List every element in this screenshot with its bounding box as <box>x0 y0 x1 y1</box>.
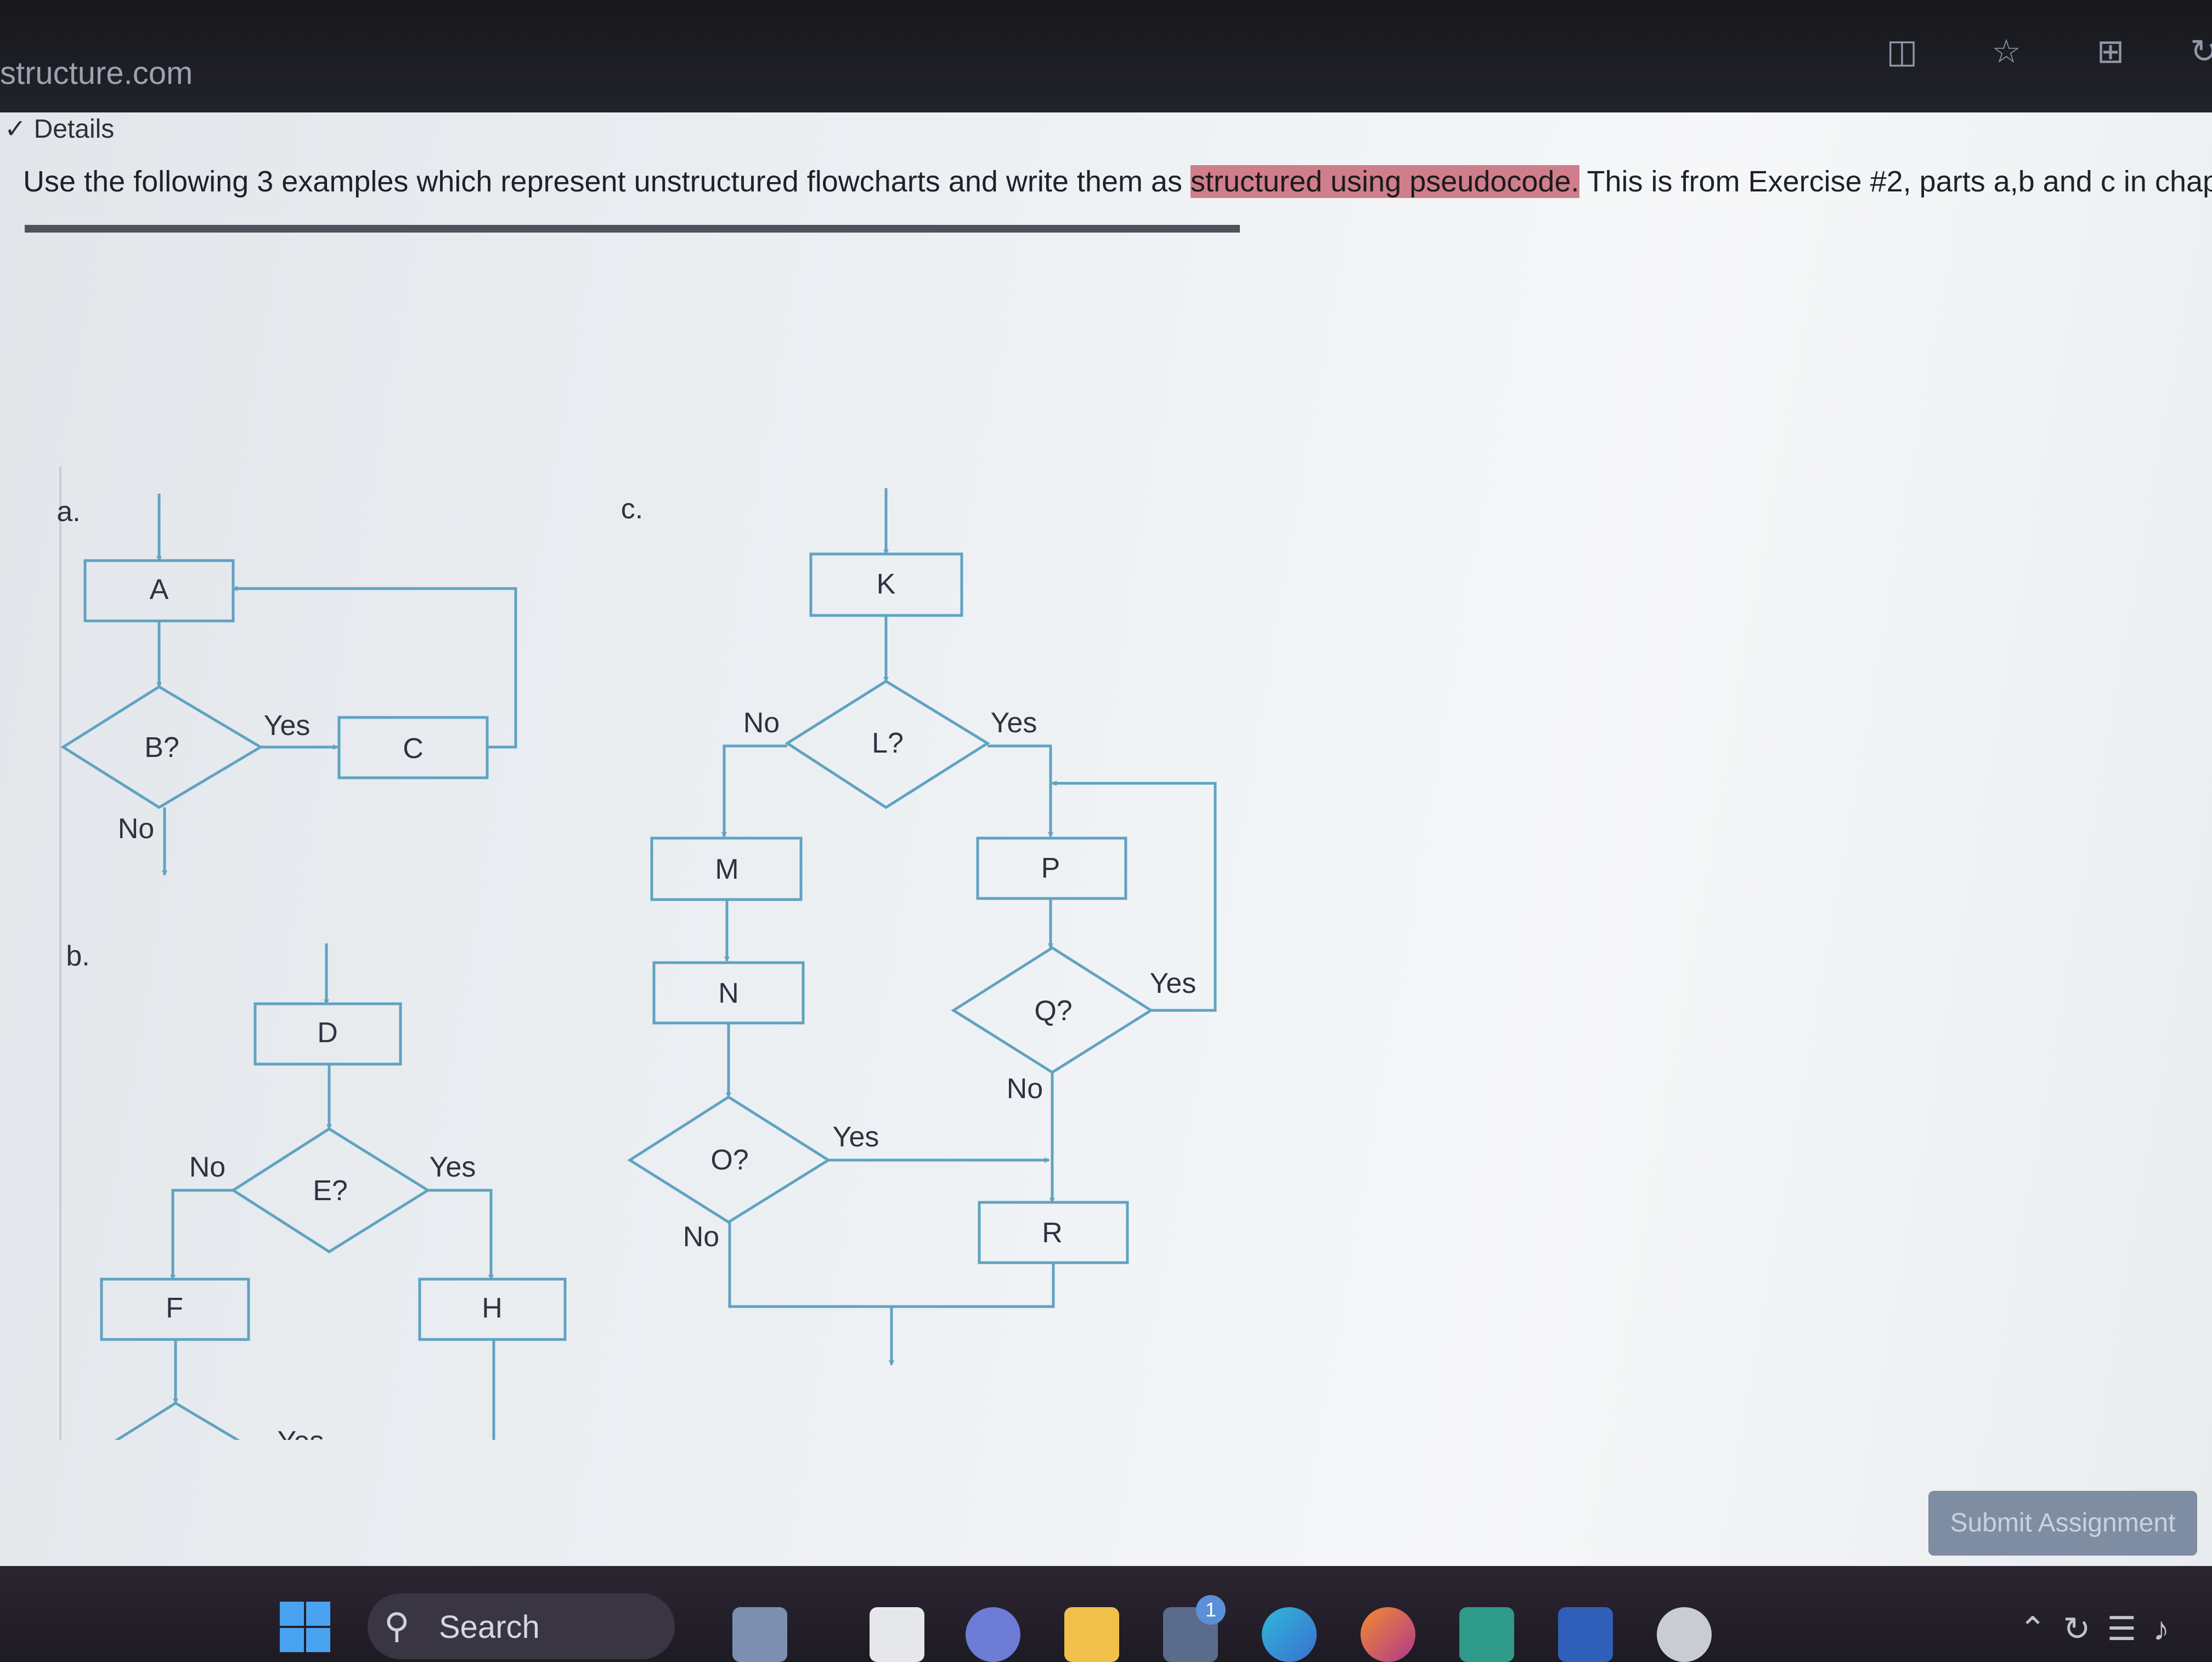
a-label: a. <box>57 496 80 528</box>
c-label: c. <box>621 493 643 525</box>
search-label: Search <box>439 1609 540 1646</box>
c-O-yes-text: Yes <box>833 1121 879 1153</box>
c-L-no-text: No <box>743 707 780 739</box>
sync-icon[interactable]: ↻ <box>2186 34 2212 69</box>
c-Q-no-text: No <box>1007 1073 1043 1105</box>
search-box[interactable]: ⚲ Search <box>368 1593 675 1659</box>
c-L-text: L? <box>872 727 904 759</box>
b-E-text: E? <box>313 1175 348 1207</box>
address-bar-url[interactable]: structure.com <box>0 55 193 92</box>
search-icon: ⚲ <box>384 1606 410 1647</box>
c-Q-text: Q? <box>1034 995 1072 1027</box>
b-G-yes-text: Yes <box>278 1426 324 1440</box>
b-F-text: F <box>166 1292 183 1324</box>
c-O-no-text: No <box>683 1221 719 1253</box>
calculator-icon[interactable] <box>1459 1607 1514 1662</box>
c-N-text: N <box>718 977 739 1009</box>
store-icon[interactable]: 1 <box>1163 1607 1218 1662</box>
b-D-text: D <box>317 1017 338 1049</box>
a-B-text: B? <box>144 732 179 764</box>
favorites-icon[interactable]: ☆ <box>1989 34 2024 69</box>
a-yes-text: Yes <box>264 710 311 742</box>
a-A-text: A <box>150 574 169 606</box>
flowchart-figure: a. A B? C Yes No b. D E? No Yes F H G? Y… <box>0 112 1262 1440</box>
c-P-text: P <box>1041 852 1060 884</box>
a-C-text: C <box>403 733 424 765</box>
c-join <box>730 1222 1053 1307</box>
c-O-text: O? <box>710 1144 748 1176</box>
browser-toolbar: structure.com ◫ ☆ ⊞ ↻ <box>0 0 2212 112</box>
b-label: b. <box>66 940 89 972</box>
task-view-icon[interactable] <box>870 1607 924 1662</box>
submit-assignment-button[interactable]: Submit Assignment <box>1928 1491 2197 1556</box>
chat-icon[interactable] <box>732 1607 787 1662</box>
c-L-yes-text: Yes <box>991 707 1037 739</box>
a-no-text: No <box>118 813 154 845</box>
b-arrow-no <box>173 1190 233 1279</box>
c-M-text: M <box>715 853 738 885</box>
b-E-no-text: No <box>189 1151 225 1183</box>
settings-icon[interactable] <box>1657 1607 1712 1662</box>
b-arrow-yes <box>428 1190 491 1279</box>
split-screen-icon[interactable]: ◫ <box>1884 34 1920 69</box>
notification-badge: 1 <box>1196 1595 1226 1625</box>
file-explorer-icon[interactable] <box>1064 1607 1119 1662</box>
firefox-icon[interactable] <box>1361 1607 1415 1662</box>
windows-start-icon[interactable] <box>280 1602 330 1652</box>
collections-icon[interactable]: ⊞ <box>2093 34 2128 69</box>
b-decision-G <box>82 1403 274 1440</box>
assignment-page: ✓ Details Use the following 3 examples w… <box>0 112 2212 1566</box>
c-arrow-L-no <box>724 746 787 836</box>
system-tray[interactable]: ⌃↻☰♪ <box>2019 1610 2186 1648</box>
instructions-after: This is from Exercise #2, parts a,b and … <box>1579 165 2212 198</box>
video-icon[interactable] <box>966 1607 1020 1662</box>
c-K-text: K <box>877 568 896 600</box>
c-R-text: R <box>1042 1217 1063 1249</box>
word-icon[interactable] <box>1558 1607 1613 1662</box>
b-H-text: H <box>482 1292 503 1324</box>
b-E-yes-text: Yes <box>430 1151 476 1183</box>
c-arrow-L-yes <box>988 746 1051 836</box>
edge-icon[interactable] <box>1262 1607 1317 1662</box>
c-Q-yes-text: Yes <box>1150 968 1197 999</box>
